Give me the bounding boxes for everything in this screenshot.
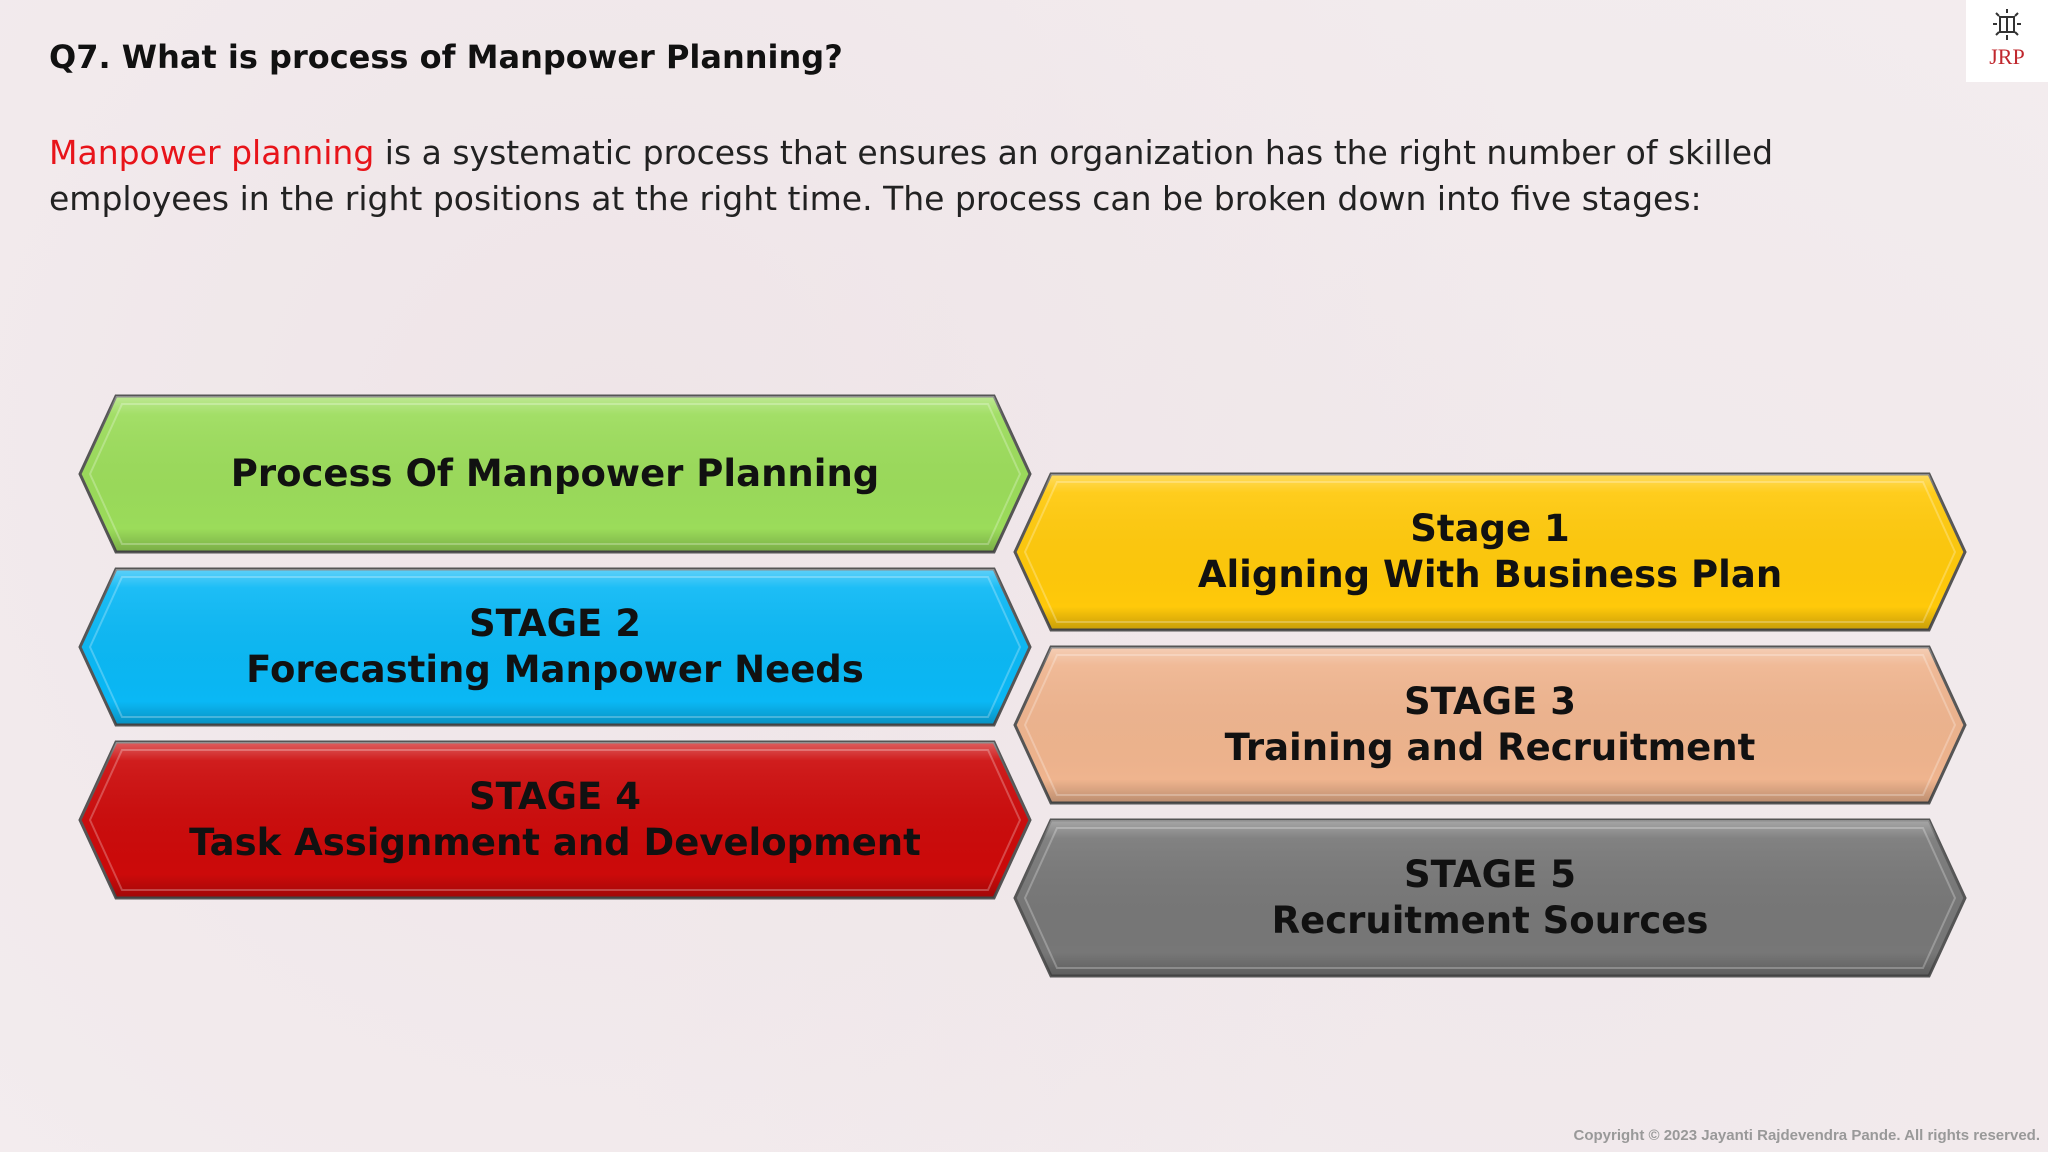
intro-paragraph: Manpower planning is a systematic proces… (49, 130, 1949, 222)
stage-label-line: Stage 1 (1410, 507, 1570, 550)
book-sun-icon (1993, 9, 2021, 40)
stage-shape-title (78, 394, 1032, 554)
logo-text: JRP (1989, 44, 2025, 69)
stage-label-line: STAGE 4 (469, 775, 641, 818)
stage-label-line: Forecasting Manpower Needs (246, 648, 864, 691)
stage-label-line: Recruitment Sources (1271, 899, 1709, 942)
jrp-logo: JRP (1966, 0, 2048, 82)
stage-label-line: STAGE 3 (1404, 680, 1576, 723)
stage-label-line: STAGE 2 (469, 602, 641, 645)
stage-shape-stage4 (78, 740, 1032, 900)
stage-shape-stage3 (1013, 645, 1967, 805)
intro-text: is a systematic process that ensures an … (49, 133, 1774, 218)
question-heading: Q7. What is process of Manpower Planning… (49, 38, 843, 76)
stage-shape-stage5 (1013, 818, 1967, 978)
stage-shape-stage1 (1013, 472, 1967, 632)
stage-label-line: STAGE 5 (1404, 853, 1576, 896)
stage-label-line: Aligning With Business Plan (1197, 553, 1783, 596)
stage-label-line: Training and Recruitment (1224, 726, 1756, 769)
stage-label-line: Task Assignment and Development (189, 821, 921, 864)
copyright-notice: Copyright © 2023 Jayanti Rajdevendra Pan… (1573, 1127, 2041, 1144)
intro-highlight: Manpower planning (49, 133, 375, 172)
stage-label-title: Process Of Manpower Planning (80, 396, 1030, 552)
stage-label-line: Process Of Manpower Planning (230, 452, 880, 495)
stage-shape-stage2 (78, 567, 1032, 727)
